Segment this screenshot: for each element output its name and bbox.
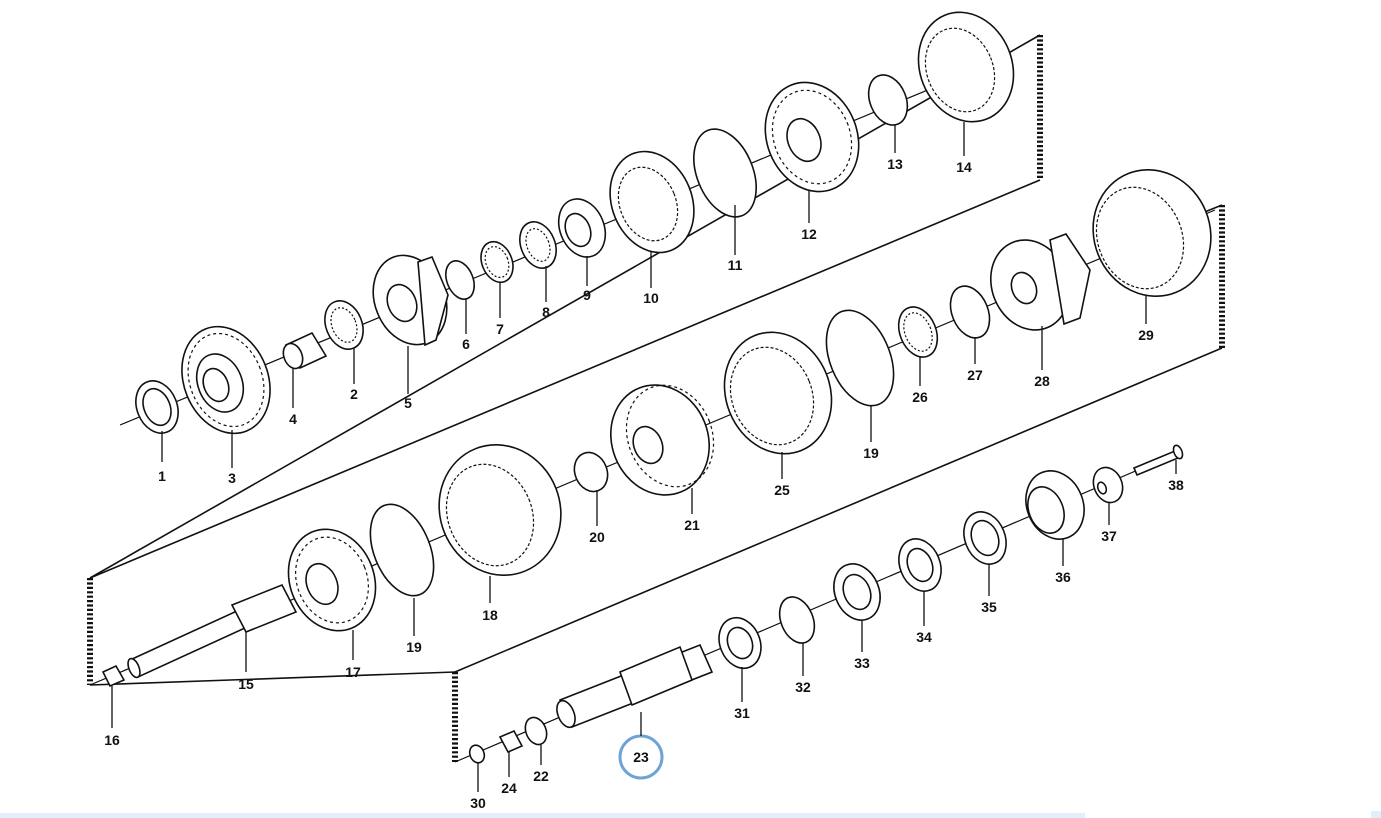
snap-ring-19-right	[825, 309, 895, 407]
part-label-26: 26	[912, 389, 928, 405]
thrust-washer-1	[135, 380, 179, 434]
part-label-15: 15	[238, 676, 254, 692]
ring-gear-10	[609, 150, 695, 254]
part-label-14: 14	[956, 159, 972, 175]
part-label-35: 35	[981, 599, 997, 615]
part-label-36: 36	[1055, 569, 1071, 585]
planet-carrier-21	[609, 384, 715, 496]
part-label-4: 4	[289, 411, 297, 427]
part-label-19-left: 19	[406, 639, 422, 655]
part-label-21: 21	[684, 517, 700, 533]
snap-ring-6	[445, 260, 475, 300]
flange-36	[1025, 470, 1085, 540]
part-label-22: 22	[533, 768, 549, 784]
bearing-33	[833, 563, 881, 621]
input-shaft-15	[127, 583, 298, 679]
bearing-31	[718, 616, 762, 670]
part-label-32: 32	[795, 679, 811, 695]
bolt-38	[1132, 444, 1184, 477]
planet-carrier-5	[372, 254, 449, 347]
part-label-6: 6	[462, 336, 470, 352]
part-label-38: 38	[1168, 477, 1184, 493]
snap-ring-30	[468, 744, 486, 764]
part-label-7: 7	[496, 321, 504, 337]
part-label-31: 31	[734, 705, 750, 721]
part-label-10: 10	[643, 290, 659, 306]
part-label-29: 29	[1138, 327, 1154, 343]
ring-gear-14	[917, 11, 1015, 123]
part-label-3: 3	[228, 470, 236, 486]
seal-35	[963, 511, 1007, 565]
part-label-25: 25	[774, 482, 790, 498]
frame-upper	[89, 34, 1043, 579]
snap-ring-19-left	[369, 503, 435, 597]
part-label-9: 9	[583, 287, 591, 303]
part-label-28: 28	[1034, 373, 1050, 389]
part-labels: 1 2 3 4 5 6 7 8 9 10 11 12 13 14 15 16 1…	[104, 156, 1184, 811]
sun-gear-7	[480, 240, 514, 284]
frame-lower	[452, 347, 1223, 762]
part-label-18: 18	[482, 607, 498, 623]
ring-gear-25	[723, 331, 833, 455]
part-label-23: 23	[633, 749, 649, 765]
snap-ring-27	[949, 285, 991, 339]
part-label-17: 17	[345, 664, 361, 680]
bushing-16	[101, 664, 126, 688]
sun-gear-26	[897, 306, 939, 358]
part-label-37: 37	[1101, 528, 1117, 544]
output-shaft-23	[556, 643, 714, 729]
part-label-27: 27	[967, 367, 983, 383]
footer-bar	[0, 813, 1085, 818]
part-label-12: 12	[801, 226, 817, 242]
planet-carrier-17	[287, 528, 377, 632]
part-label-34: 34	[916, 629, 932, 645]
bearing-34	[898, 538, 942, 592]
snap-ring-22	[524, 716, 548, 746]
part-label-5: 5	[404, 395, 412, 411]
part-label-20: 20	[589, 529, 605, 545]
part-label-1: 1	[158, 468, 166, 484]
part-label-30: 30	[470, 795, 486, 811]
needle-bearing-8	[519, 221, 557, 269]
part-label-24: 24	[501, 780, 517, 796]
snap-ring-11	[693, 128, 757, 218]
part-label-13: 13	[887, 156, 903, 172]
ring-gear-18	[438, 444, 562, 576]
needle-bearing-2	[324, 300, 364, 350]
part-label-11: 11	[728, 257, 743, 273]
bushing-24	[498, 729, 524, 754]
part-label-19-right: 19	[863, 445, 879, 461]
snap-ring-32	[778, 596, 816, 644]
bushing-4	[282, 331, 328, 370]
planet-carrier-28	[989, 233, 1091, 331]
part-label-16: 16	[104, 732, 120, 748]
leader-lines	[111, 122, 1177, 792]
planet-carrier-12	[764, 81, 860, 193]
ring-gear-29	[1092, 169, 1212, 297]
snap-ring-20	[573, 451, 609, 493]
gear-3	[181, 325, 271, 435]
part-label-8: 8	[542, 304, 550, 320]
snap-ring-13	[867, 74, 909, 126]
part-label-33: 33	[854, 655, 870, 671]
part-label-2: 2	[350, 386, 358, 402]
footer-bar-edge	[1371, 811, 1381, 818]
thrust-washer-9	[557, 198, 607, 258]
washer-37	[1092, 466, 1124, 504]
